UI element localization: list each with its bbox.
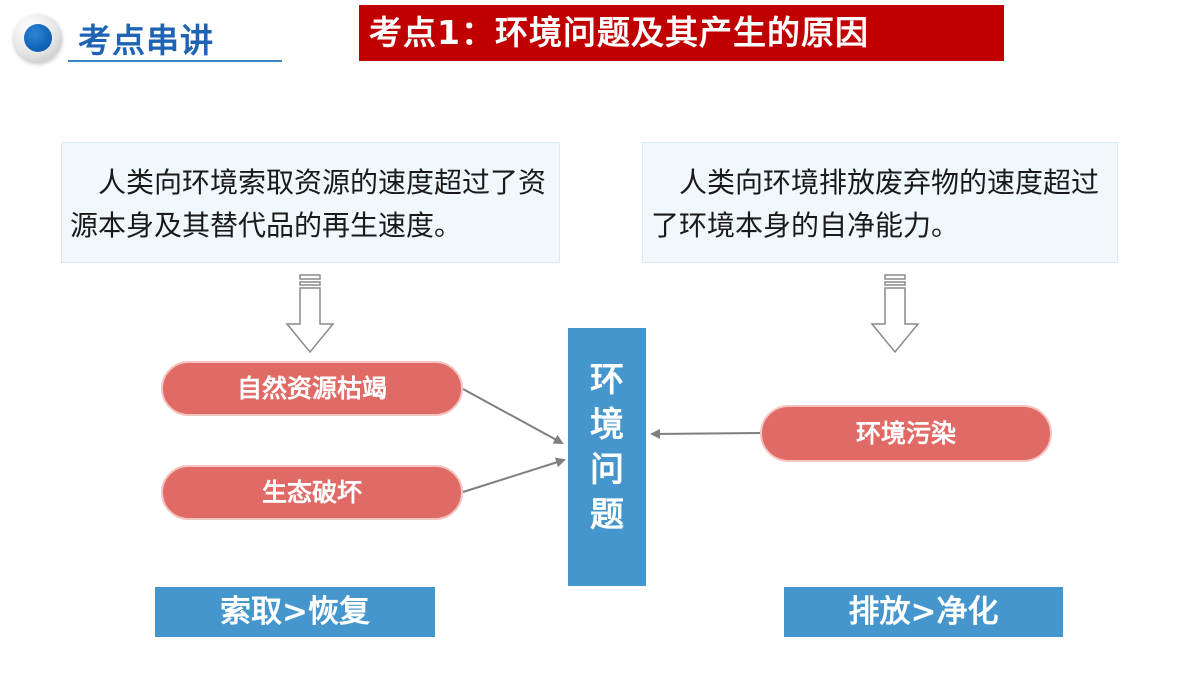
header-bullet-icon: [14, 14, 62, 62]
arrow-pollution-to-center: [650, 428, 761, 439]
down-arrow-icon: [285, 274, 335, 354]
effect-ecological-damage: 生态破坏: [161, 465, 463, 520]
section-title: 考点串讲: [78, 21, 214, 60]
summary-extraction-vs-recovery: 索取>恢复: [155, 587, 435, 637]
center-label: 环境问题: [590, 360, 624, 535]
cause-box-resource-extraction: 人类向环境索取资源的速度超过了资源本身及其替代品的再生速度。: [61, 142, 560, 263]
effect-pollution: 环境污染: [760, 405, 1052, 462]
header-bullet-core: [24, 24, 52, 52]
arrow-resource-to-center: [462, 388, 564, 444]
arrow-ecology-to-center: [462, 457, 566, 493]
summary-discharge-vs-purification: 排放>净化: [784, 587, 1063, 637]
cause-box-waste-discharge: 人类向环境排放废弃物的速度超过了环境本身的自净能力。: [642, 142, 1118, 263]
topic-banner: 考点1：环境问题及其产生的原因: [359, 5, 1004, 61]
down-arrow-icon: [870, 274, 920, 354]
center-environment-problem: 环境问题: [568, 328, 646, 586]
section-underline: [68, 60, 282, 62]
effect-resource-exhaustion: 自然资源枯竭: [161, 361, 463, 416]
